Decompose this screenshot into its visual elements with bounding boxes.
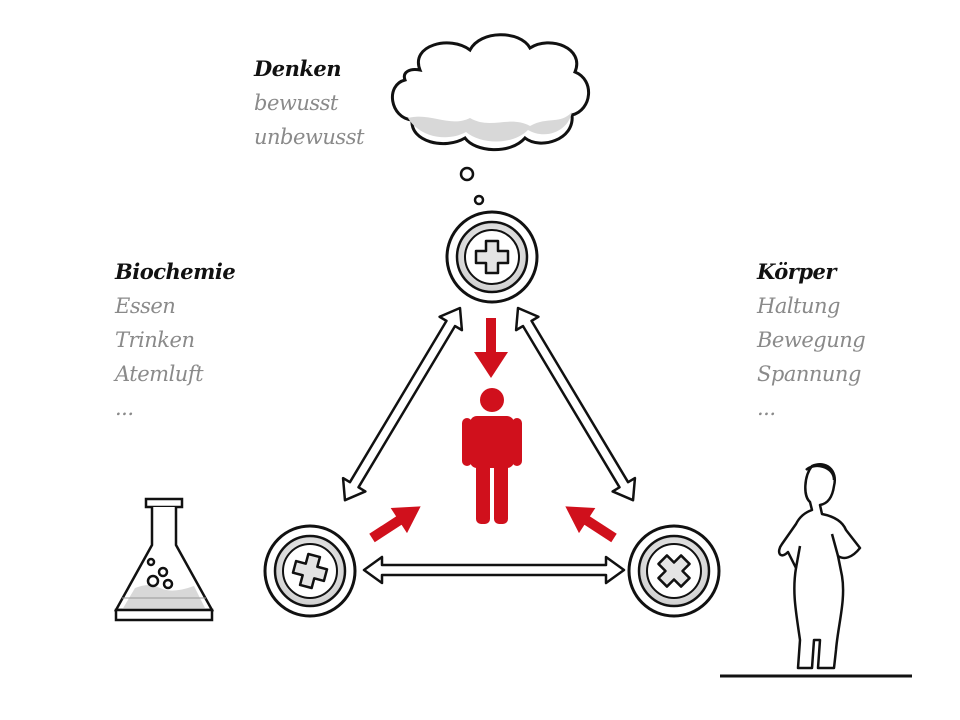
koerper-heading: Körper <box>757 259 836 284</box>
denken-heading: Denken <box>254 56 342 81</box>
red-arrow-up-right <box>369 506 421 543</box>
label-denken: Denken bewusst unbewusst <box>254 52 364 154</box>
plus-icon <box>474 239 510 275</box>
double-arrow-bottom <box>362 555 626 585</box>
standing-man-icon <box>720 463 912 678</box>
cross-icon <box>657 554 691 588</box>
node-bottom-left-plus <box>263 524 357 618</box>
node-bottom-right-cross <box>627 524 721 618</box>
plus-icon <box>291 552 329 590</box>
biochemie-item: Atemluft <box>115 362 204 386</box>
denken-item: bewusst <box>254 91 338 115</box>
red-arrow-up-left <box>565 506 617 543</box>
double-arrow-left <box>341 306 464 502</box>
biochemie-item: Essen <box>115 294 176 318</box>
koerper-item: ... <box>757 396 776 420</box>
thought-cloud-icon <box>390 33 591 206</box>
person-icon <box>462 388 522 524</box>
label-koerper: Körper Haltung Bewegung Spannung ... <box>757 255 866 425</box>
red-arrow-down <box>474 318 508 378</box>
koerper-item: Haltung <box>757 294 840 318</box>
biochemie-heading: Biochemie <box>115 259 236 284</box>
double-arrow-right <box>514 306 637 502</box>
koerper-item: Bewegung <box>757 328 866 352</box>
node-top-plus <box>445 210 539 304</box>
koerper-item: Spannung <box>757 362 861 386</box>
flask-icon <box>113 497 215 622</box>
biochemie-item: Trinken <box>115 328 195 352</box>
biochemie-item: ... <box>115 396 134 420</box>
denken-item: unbewusst <box>254 125 364 149</box>
label-biochemie: Biochemie Essen Trinken Atemluft ... <box>115 255 236 425</box>
